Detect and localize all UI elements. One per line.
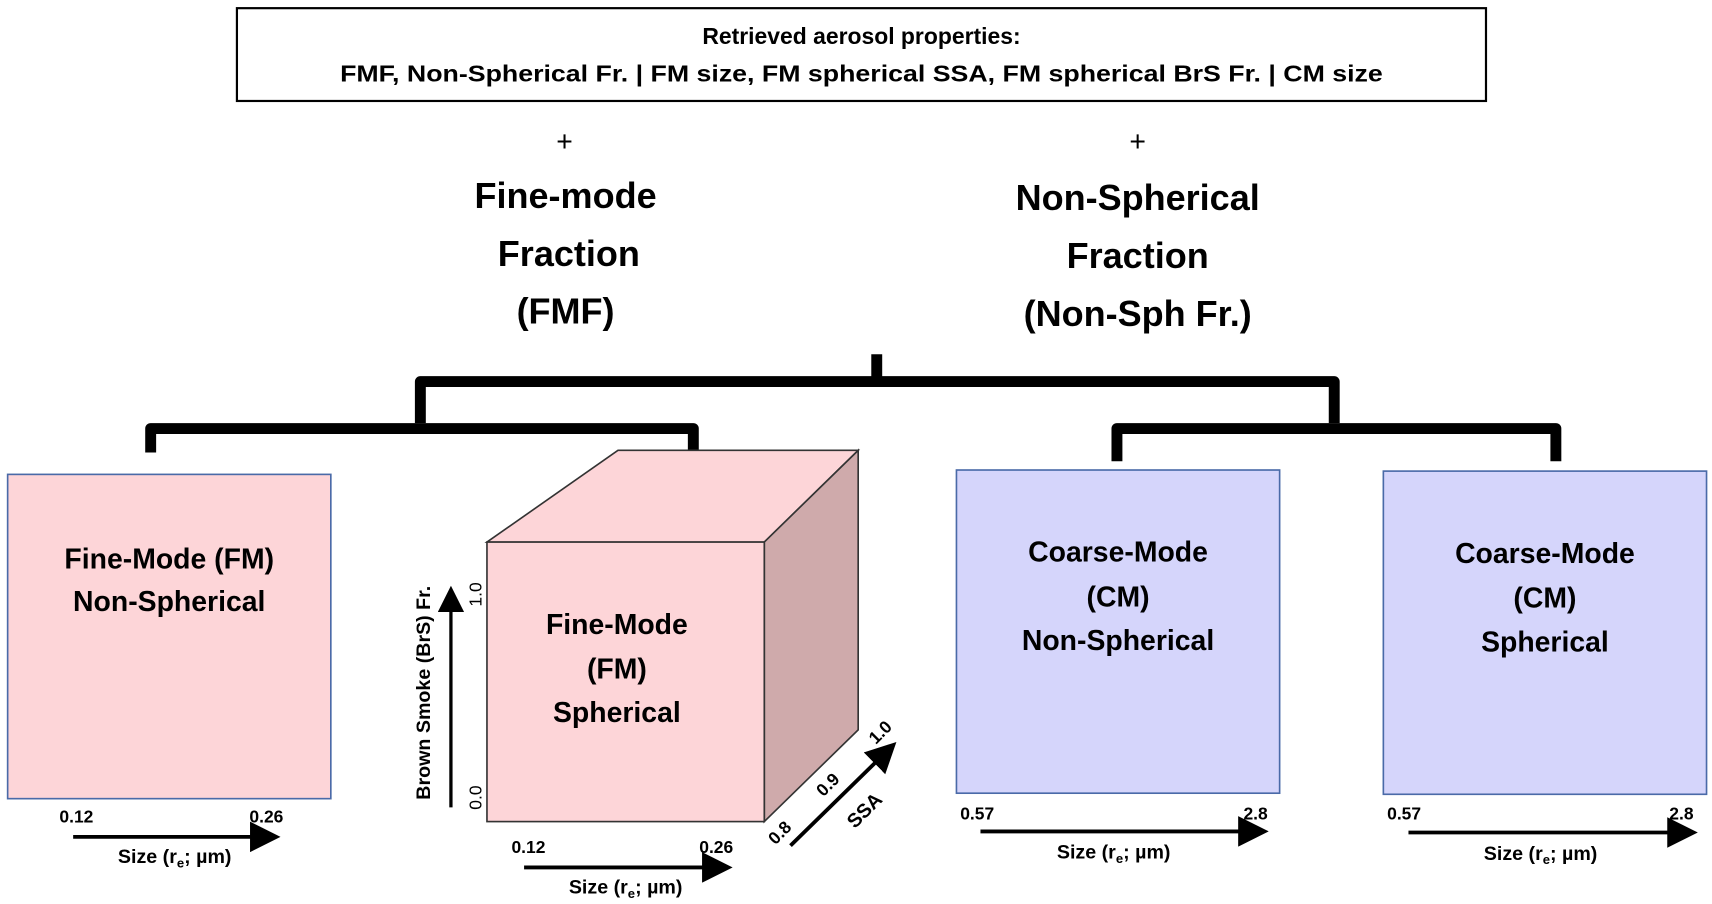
- size-axis-label: Size (re; µm): [118, 846, 232, 870]
- svg-text:Spherical: Spherical: [553, 697, 681, 729]
- fmf-label: Fine-mode Fraction (FMF): [475, 175, 657, 332]
- fm-non-spherical-box: Fine-Mode (FM) Non-Spherical 0.12 0.26 S…: [6, 473, 332, 870]
- coarse-mode-bracket: [1111, 423, 1562, 462]
- cube-front: [486, 541, 766, 823]
- plus-sign: +: [556, 126, 573, 158]
- size-axis-label: Size (re; µm): [569, 877, 683, 901]
- main-bracket: [414, 354, 1340, 424]
- svg-text:Coarse-Mode: Coarse-Mode: [1455, 538, 1635, 570]
- brs-min: 0.0: [466, 785, 486, 810]
- svg-text:(FM): (FM): [587, 654, 647, 686]
- size-axis-label: Size (re; µm): [1057, 842, 1171, 866]
- header-title: Retrieved aerosol properties:: [702, 23, 1020, 49]
- size-max: 2.8: [1669, 803, 1694, 823]
- size-max: 0.26: [249, 807, 283, 827]
- size-min: 0.57: [1387, 803, 1421, 823]
- plus-sign: +: [1129, 126, 1146, 158]
- svg-text:Fraction: Fraction: [1067, 235, 1209, 276]
- fm-spherical-cube: Fine-Mode (FM) Spherical Brown Smoke (Br…: [413, 448, 897, 901]
- svg-text:(CM): (CM): [1087, 581, 1150, 613]
- cm-spherical-box: Coarse-Mode (CM) Spherical 0.57 2.8 Size…: [1382, 470, 1708, 867]
- size-min: 0.12: [59, 807, 93, 827]
- brs-axis-label: Brown Smoke (BrS) Fr.: [413, 586, 435, 800]
- svg-text:Fine-Mode (FM): Fine-Mode (FM): [64, 543, 274, 575]
- size-max: 2.8: [1243, 803, 1268, 823]
- size-min: 0.57: [960, 803, 994, 823]
- svg-text:Non-Spherical: Non-Spherical: [73, 586, 265, 618]
- svg-text:Fraction: Fraction: [498, 233, 640, 274]
- size-axis-label: Size (re; µm): [1484, 843, 1598, 867]
- size-min: 0.12: [511, 837, 545, 857]
- ssa-arrow: [789, 741, 897, 847]
- ssa-axis-label: SSA: [843, 789, 887, 833]
- svg-text:Spherical: Spherical: [1481, 626, 1609, 658]
- ssa-tick: 1.0: [864, 717, 895, 748]
- header-properties: FMF, Non-Spherical Fr. | FM size, FM sph…: [340, 60, 1383, 86]
- svg-text:Fine-mode: Fine-mode: [475, 175, 657, 216]
- non-spherical-fraction-label: Non-Spherical Fraction (Non-Sph Fr.): [1016, 177, 1260, 334]
- svg-text:(CM): (CM): [1513, 583, 1576, 615]
- svg-text:Non-Spherical: Non-Spherical: [1016, 177, 1260, 218]
- cm-non-spherical-box: Coarse-Mode (CM) Non-Spherical 0.57 2.8 …: [955, 469, 1281, 866]
- svg-text:(FMF): (FMF): [517, 291, 615, 332]
- svg-text:Coarse-Mode: Coarse-Mode: [1028, 537, 1208, 569]
- ssa-tick: 0.9: [812, 769, 844, 801]
- svg-text:(Non-Sph Fr.): (Non-Sph Fr.): [1024, 293, 1252, 334]
- svg-text:Fine-Mode: Fine-Mode: [546, 609, 688, 641]
- fine-mode-bracket: [145, 423, 699, 453]
- retrieved-properties-box: Retrieved aerosol properties: FMF, Non-S…: [235, 7, 1488, 103]
- svg-text:Non-Spherical: Non-Spherical: [1022, 625, 1214, 657]
- size-max: 0.26: [699, 837, 733, 857]
- brs-max: 1.0: [466, 582, 486, 607]
